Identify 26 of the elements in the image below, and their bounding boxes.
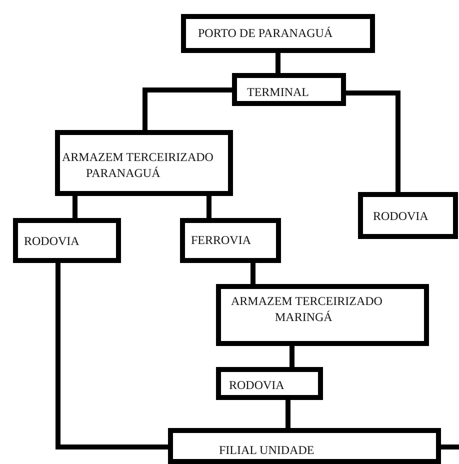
process-box [358,192,458,239]
connector-line [142,88,234,132]
process-box [168,428,441,464]
box-label: ARMAZEM TERCEIRIZADO MARINGÁ [231,293,384,325]
connector-line [72,194,78,220]
connector-line [290,344,294,370]
connector-line [56,260,170,450]
box-label: ARMAZEM TERCEIRIZADO PARANAGUÁ [62,149,214,181]
connector-line [206,194,212,220]
box-label: FILIAL UNIDADE [219,442,316,458]
connector-line [250,260,256,286]
process-box [216,367,323,400]
box-label: RODOVIA [229,377,286,393]
box-label: PORTO DE PARANAGUÁ [198,25,334,41]
process-box [232,73,346,106]
box-label: FERROVIA [191,232,252,248]
connector-line [286,398,290,430]
process-box [13,218,121,263]
process-box [181,14,375,53]
connector-line [276,50,280,76]
process-box [216,284,429,346]
box-label: TERMINAL [247,84,310,100]
box-label: RODOVIA [373,208,430,224]
box-label: RODOVIA [24,233,80,249]
process-box [55,130,233,196]
process-box [180,218,281,263]
